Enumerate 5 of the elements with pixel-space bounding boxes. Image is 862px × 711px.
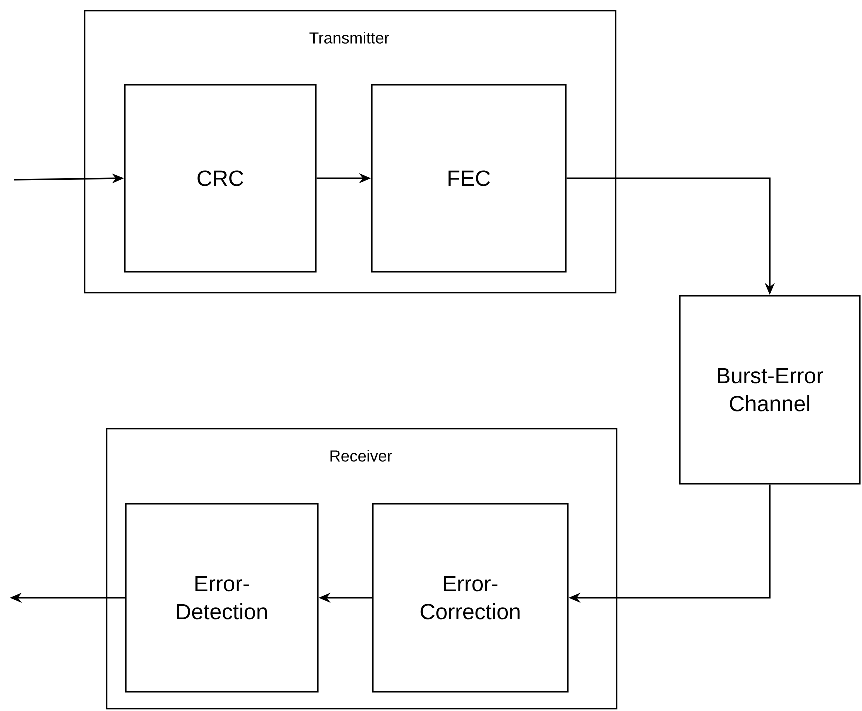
process-box: Error- Detection xyxy=(125,503,319,693)
process-box: Burst-Error Channel xyxy=(679,295,861,485)
process-box: FEC xyxy=(371,84,567,273)
process-box: CRC xyxy=(124,84,317,273)
process-box: Error- Correction xyxy=(372,503,569,693)
